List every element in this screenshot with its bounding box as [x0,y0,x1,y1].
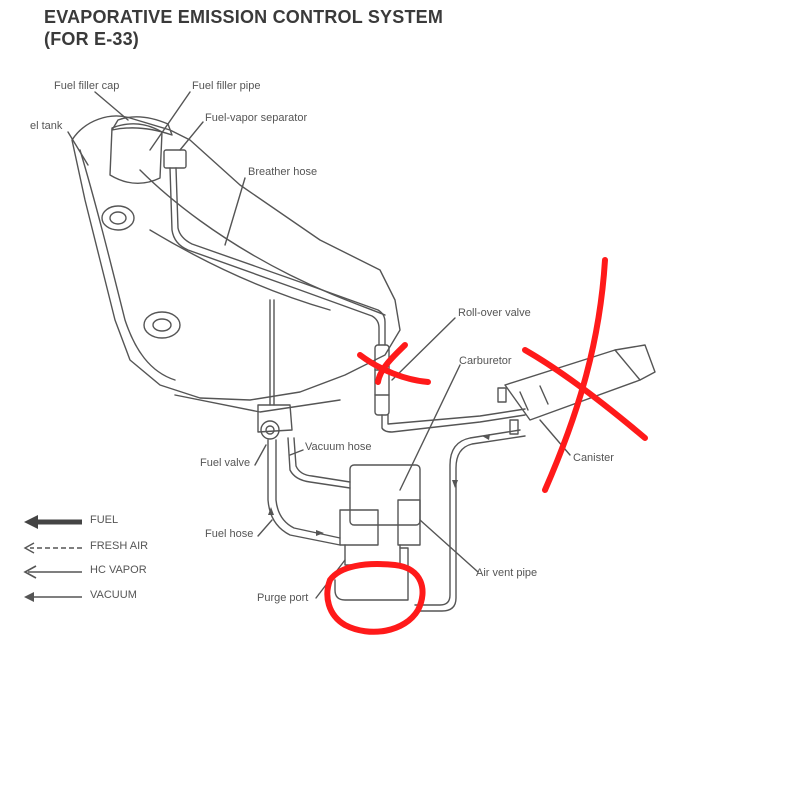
canister-drawing [497,344,656,435]
label-air-vent-pipe: Air vent pipe [476,567,538,579]
fresh-air-arrow-icon [23,542,82,554]
legend-label-fresh-air: FRESH AIR [90,540,149,552]
label-fuel-filler-cap: Fuel filler cap [54,80,120,92]
vacuum-arrow-icon [24,592,82,602]
label-canister: Canister [573,452,614,464]
diagram-title: EVAPORATIVE EMISSION CONTROL SYSTEM (FOR… [44,6,443,50]
red-x-canister-slash2 [522,347,648,441]
label-breather-hose: Breather hose [248,166,318,178]
label-fuel-vapor-separator: Fuel-vapor separator [205,112,308,124]
carburetor [349,464,421,526]
label-fuel-filler-pipe: Fuel filler pipe [192,80,261,92]
red-x-canister-slash1 [542,257,608,493]
legend-label-vacuum: VACUUM [90,589,137,601]
fuel-vapor-separator [163,149,187,169]
fuel-arrow-icon [24,515,82,529]
label-purge-port: Purge port [257,592,309,604]
breather-hose [175,167,386,346]
fuel-tank [71,115,401,401]
tank-mount-lower [143,311,181,339]
label-carburetor: Carburetor [459,355,512,367]
red-circle-purge [324,561,426,635]
label-roll-over-valve: Roll-over valve [458,307,531,319]
legend-label-fuel: FUEL [90,514,119,526]
label-fuel-tank: el tank [30,120,63,132]
title-line-2: (FOR E-33) [44,29,140,49]
red-x-roll-over [357,352,431,385]
fuel-filler-cap [109,123,163,184]
title-line-1: EVAPORATIVE EMISSION CONTROL SYSTEM [44,7,444,27]
label-fuel-valve: Fuel valve [200,457,251,469]
label-fuel-hose: Fuel hose [205,528,254,540]
label-vacuum-hose: Vacuum hose [305,441,372,453]
vacuum-hose [287,437,351,489]
fuel-valve [257,299,293,440]
fuel-hose [267,439,341,546]
legend-label-hc-vapor: HC VAPOR [90,564,147,576]
tank-mount-upper [101,205,135,231]
hc-vapor-arrow-icon [23,565,82,579]
